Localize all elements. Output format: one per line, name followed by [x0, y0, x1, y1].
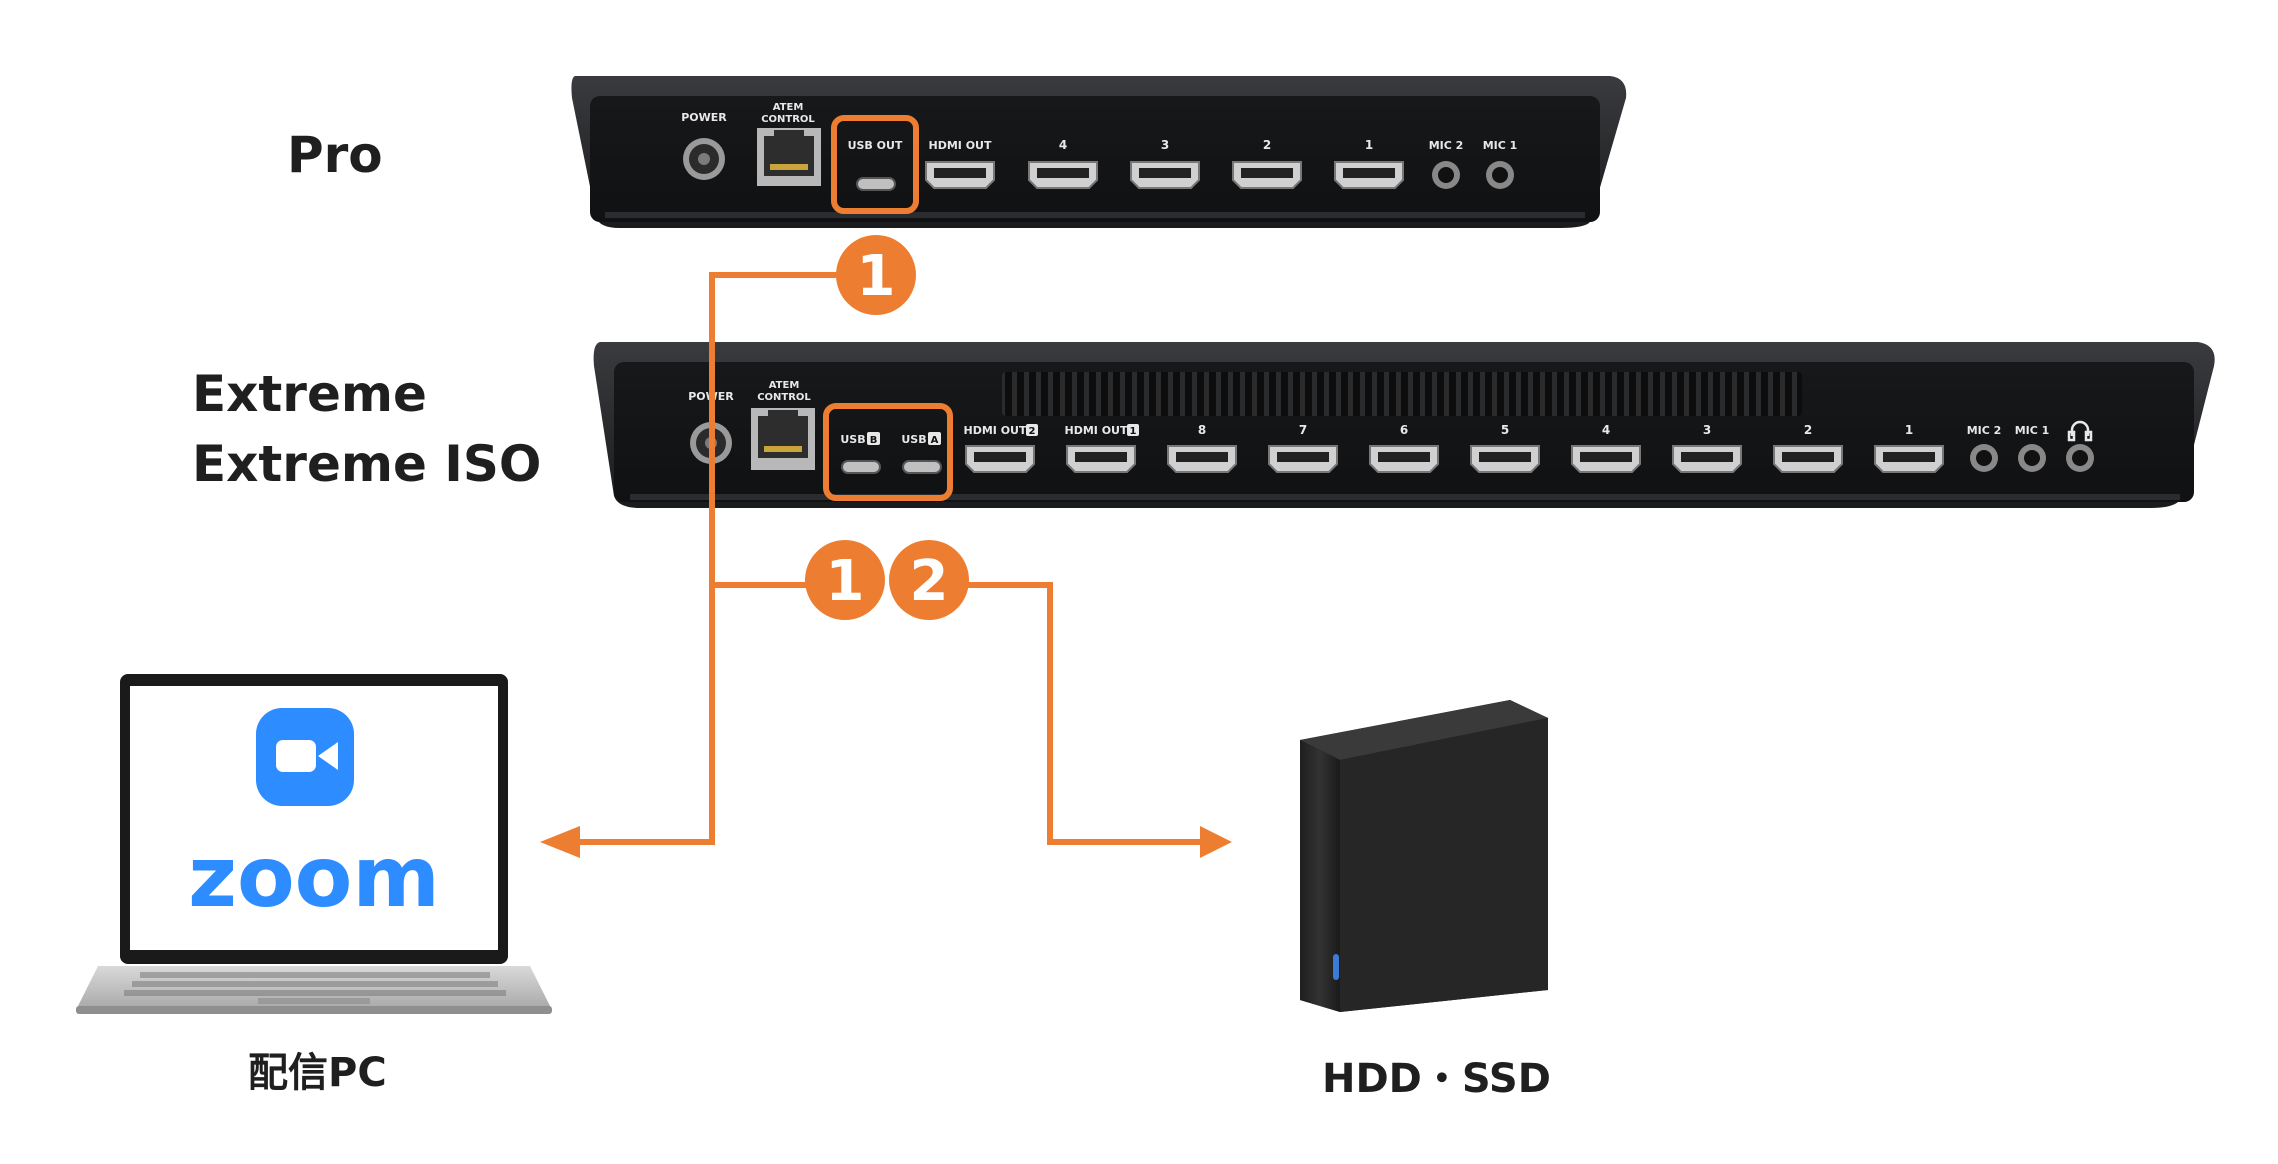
pro-hdmi-out-label: HDMI OUT — [929, 139, 992, 152]
extreme-usb-a-port — [902, 460, 942, 474]
hdd-led — [1333, 954, 1339, 980]
extreme-hdmi-2-label: 2 — [1804, 423, 1812, 437]
label-extreme: Extreme — [192, 365, 427, 423]
extreme-mic-1-label: MIC 1 — [2015, 424, 2050, 437]
pro-usb-c-port — [856, 177, 896, 191]
pro-ethernet-port — [757, 128, 821, 186]
extreme-hdmi-out-1-tag: 1 — [1130, 426, 1137, 437]
pro-hdmi-4-label: 4 — [1059, 138, 1067, 152]
hdd-illustration — [1300, 700, 1548, 1012]
pro-atem-control-label-1: ATEM — [773, 102, 804, 113]
pro-power-label: POWER — [681, 111, 727, 124]
atem-extreme-rear-panel: POWER ATEM CONTROL USB B USB A HDMI OUT … — [593, 342, 2215, 508]
pro-mic-jacks — [1432, 161, 1514, 189]
extreme-hdmi-6-label: 6 — [1400, 423, 1408, 437]
badge-pro-usb-number: 1 — [857, 244, 896, 309]
badge-pro-usb: 1 — [836, 235, 916, 315]
extreme-hdmi-1-label: 1 — [1905, 423, 1913, 437]
extreme-usb-b-port — [841, 460, 881, 474]
extreme-atem-control-label-1: ATEM — [769, 380, 800, 391]
usb-line-to-storage — [960, 582, 1205, 845]
pro-hdmi-ports: HDMI OUT 4 3 2 1 — [925, 138, 1404, 189]
extreme-hdmi-3-label: 3 — [1703, 423, 1711, 437]
extreme-hdmi-8-label: 8 — [1198, 423, 1206, 437]
connection-lines — [575, 272, 1205, 845]
extreme-usb-a-label: USB — [901, 433, 926, 446]
pro-hdmi-2-label: 2 — [1263, 138, 1271, 152]
extreme-mic-2-label: MIC 2 — [1967, 424, 2002, 437]
extreme-hdmi-out-2-label: HDMI OUT — [964, 424, 1027, 437]
label-pro: Pro — [287, 126, 383, 184]
usb-line-to-pc — [575, 272, 838, 845]
pro-mic-2-label: MIC 2 — [1429, 139, 1464, 152]
arrow-to-storage — [1200, 826, 1232, 858]
extreme-atem-control-label-2: CONTROL — [757, 392, 811, 403]
badge-extreme-usb-b-number: 1 — [826, 549, 865, 614]
badge-extreme-usb-a: 2 — [889, 540, 969, 620]
arrow-to-pc — [540, 826, 580, 858]
atem-pro-rear-panel: POWER ATEM CONTROL USB OUT HDMI OUT 4 3 … — [571, 76, 1627, 228]
pro-usb-out-highlight — [831, 115, 919, 214]
extreme-hdmi-out-1-label: HDMI OUT — [1065, 424, 1128, 437]
extreme-vent-grille — [1002, 372, 1802, 416]
extreme-hdmi-out-2-tag: 2 — [1029, 426, 1036, 437]
label-pc: 配信PC — [248, 1050, 387, 1096]
extreme-hdmi-4-label: 4 — [1602, 423, 1610, 437]
extreme-hdmi-ports — [965, 445, 1944, 473]
extreme-usb-highlight — [823, 403, 953, 501]
extreme-usb-b-tag: B — [870, 435, 878, 446]
headphones-icon — [2067, 420, 2093, 442]
badge-extreme-usb-b: 1 — [805, 540, 885, 620]
extreme-usb-b-label: USB — [840, 433, 865, 446]
pro-usb-out-label: USB OUT — [848, 139, 903, 152]
label-storage: HDD・SSD — [1322, 1056, 1551, 1102]
badge-extreme-usb-a-number: 2 — [910, 549, 949, 614]
pro-mic-1-label: MIC 1 — [1483, 139, 1518, 152]
extreme-hdmi-7-label: 7 — [1299, 423, 1307, 437]
pro-hdmi-3-label: 3 — [1161, 138, 1169, 152]
zoom-camera-icon — [256, 708, 354, 806]
extreme-audio-jacks — [1970, 444, 2094, 472]
extreme-hdmi-5-label: 5 — [1501, 423, 1509, 437]
zoom-logo-text: zoom — [188, 828, 440, 926]
extreme-usb-a-tag: A — [931, 435, 939, 446]
extreme-ethernet-port — [751, 408, 815, 470]
pro-power-connector — [683, 138, 725, 180]
label-extreme-iso: Extreme ISO — [192, 435, 542, 493]
laptop-illustration: zoom — [76, 674, 552, 1014]
pro-atem-control-label-2: CONTROL — [761, 114, 815, 125]
pro-hdmi-1-label: 1 — [1365, 138, 1373, 152]
